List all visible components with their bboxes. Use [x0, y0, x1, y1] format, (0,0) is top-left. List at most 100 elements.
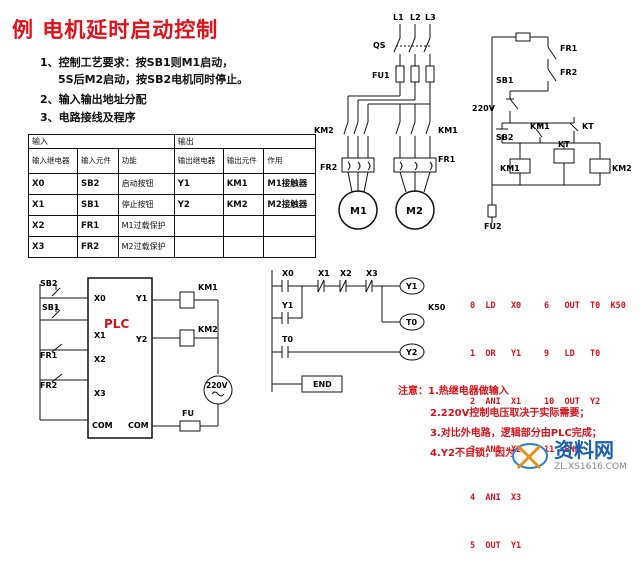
km1-contact-label: KM1 — [530, 122, 550, 131]
page-title: 例 电机延时启动控制 — [12, 18, 219, 42]
km2-main-label: KM2 — [314, 126, 334, 135]
plc-input-fr2: FR2 — [40, 381, 57, 390]
cell: X3 — [28, 236, 78, 258]
input-header: 输入 — [28, 134, 175, 149]
ladder-contact-x2: X2 — [340, 269, 352, 278]
motor-m1-label: M1 — [350, 206, 367, 217]
cell: FR1 — [76, 215, 119, 237]
ladder-contact-t0: T0 — [282, 335, 293, 344]
watermark-logo: 资料网 ZL.XS1616.COM — [510, 432, 638, 478]
requirement-line-3: 2、输入输出地址分配 — [40, 93, 147, 106]
fr1-contact-label: FR1 — [560, 44, 578, 53]
col-output-relay: 输出继电器 — [173, 148, 224, 174]
col-input-function: 功能 — [117, 148, 175, 174]
ladder-coil-y2: Y2 — [405, 348, 417, 357]
cell: X0 — [28, 173, 78, 195]
plc-wiring-diagram: PLC SB2 SB1 FR1 FR2 X0 X1 X2 X3 Y1 Y2 KM… — [39, 277, 233, 439]
terminal-y2: Y2 — [135, 335, 147, 344]
requirement-line-2: 5S后M2启动，按SB2电机同时停止。 — [58, 73, 249, 86]
instruction-line: 11 END — [544, 445, 580, 455]
cell — [263, 236, 316, 258]
table-row: X1 SB1 停止按钮 Y2 KM2 M2接触器 — [28, 194, 316, 216]
note-1: 注意：1.热继电器做输入 — [398, 386, 509, 397]
km2-coil-label: KM2 — [612, 164, 632, 173]
instruction-line: 5 OUT Y1 — [470, 541, 522, 551]
terminal-x0: X0 — [94, 294, 106, 303]
ladder-contact-x0: X0 — [282, 269, 294, 278]
kt-coil-label: KT — [558, 140, 570, 149]
kt-contact-label: KT — [582, 122, 594, 131]
voltage-label: 220V — [472, 104, 496, 113]
plc-input-fr1: FR1 — [40, 351, 58, 360]
phase-l1-label: L1 — [393, 13, 404, 22]
col-input-relay: 输入继电器 — [28, 148, 78, 174]
fr2-contact-label: FR2 — [560, 68, 577, 77]
instruction-line: 4 ANI X3 — [470, 493, 522, 503]
ladder-end: END — [313, 380, 332, 389]
cell: X2 — [28, 215, 78, 237]
table-row: X3 FR2 M2过载保护 — [28, 236, 316, 258]
qs-label: QS — [373, 41, 386, 50]
cell: SB1 — [76, 194, 119, 216]
fu1-label: FU1 — [372, 71, 390, 80]
ladder-contact-x1: X1 — [318, 269, 330, 278]
cell: 启动按钮 — [117, 173, 175, 195]
ladder-diagram: X0 X1 X2 X3 Y1 T0 Y1 K50 T0 Y2 END — [271, 269, 446, 393]
cell — [173, 215, 224, 237]
ladder-coil-y1: Y1 — [405, 282, 418, 291]
cell: M1过载保护 — [117, 215, 175, 237]
ladder-contact-y1: Y1 — [281, 301, 294, 310]
note-3: 3.对比外电路，逻辑部分由PLC完成； — [430, 428, 602, 439]
coil-km1-label: KM1 — [198, 283, 218, 292]
ladder-coil-t0: T0 — [406, 318, 417, 327]
cell: X1 — [28, 194, 78, 216]
io-assignment-table: 输入 输出 输入继电器 输入元件 功能 输出继电器 输出元件 作用 X0 SB2… — [28, 134, 317, 258]
supply-voltage-label: 220V — [206, 381, 228, 390]
fr2-main-label: FR2 — [320, 163, 337, 172]
plc-input-sb1: SB1 — [42, 303, 60, 312]
col-output-element: 输出元件 — [222, 148, 265, 174]
requirement-line-4: 3、电路接线及程序 — [40, 111, 136, 124]
col-input-element: 输入元件 — [76, 148, 119, 174]
instruction-line: 1 OR Y1 — [470, 349, 522, 359]
terminal-com-in: COM — [92, 421, 113, 430]
requirement-line-1: 1、控制工艺要求：按SB1则M1启动， — [40, 56, 234, 69]
fu-label: FU — [182, 409, 194, 418]
terminal-y1: Y1 — [135, 294, 148, 303]
cell — [222, 215, 265, 237]
sb2-label: SB2 — [496, 133, 513, 142]
output-header: 输出 — [173, 134, 317, 149]
fr1-main-label: FR1 — [438, 155, 456, 164]
table-row: X0 SB2 启动按钮 Y1 KM1 M1接触器 — [28, 173, 316, 195]
km1-coil-label: KM1 — [500, 164, 520, 173]
cell: M2过载保护 — [117, 236, 175, 258]
phase-l3-label: L3 — [425, 13, 436, 22]
cell — [173, 236, 224, 258]
cell: 停止按钮 — [117, 194, 175, 216]
instruction-line: 0 LD X0 — [470, 301, 522, 311]
cell: KM2 — [222, 194, 265, 216]
main-power-circuit: L1 L2 L3 QS FU1 KM2 KM1 FR2 FR1 M1 M2 — [314, 13, 458, 230]
relay-control-circuit: FR1 FR2 SB1 220V SB2 KM1 KT KM1 KT KM2 F… — [472, 32, 632, 231]
cell — [222, 236, 265, 258]
terminal-x1: X1 — [94, 331, 106, 340]
ladder-contact-x3: X3 — [366, 269, 378, 278]
terminal-com-out: COM — [128, 421, 149, 430]
instruction-line: 6 OUT T0 K50 — [544, 301, 626, 311]
terminal-x3: X3 — [94, 389, 106, 398]
instruction-line: 10 OUT Y2 — [544, 397, 601, 407]
instruction-line: 9 LD T0 — [544, 349, 601, 359]
xs-logo-icon — [512, 443, 548, 470]
phase-l2-label: L2 — [410, 13, 421, 22]
cell: SB2 — [76, 173, 119, 195]
table-row: X2 FR1 M1过载保护 — [28, 215, 316, 237]
cell: FR2 — [76, 236, 119, 258]
km1-main-label: KM1 — [438, 126, 458, 135]
watermark-url: ZL.XS1616.COM — [554, 462, 627, 472]
watermark-text: 资料网 — [554, 438, 614, 462]
instruction-line: 2 ANI X1 — [470, 397, 522, 407]
cell: KM1 — [222, 173, 265, 195]
sb1-label: SB1 — [496, 76, 514, 85]
plc-label: PLC — [104, 317, 129, 331]
cell: Y1 — [173, 173, 224, 195]
